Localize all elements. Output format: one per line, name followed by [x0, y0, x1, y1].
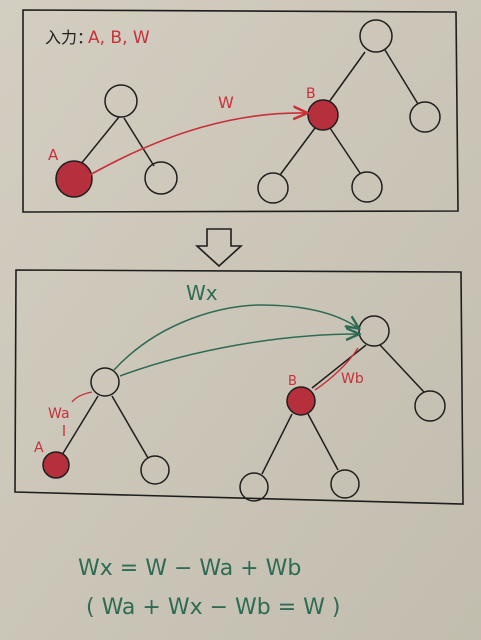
- right-tree-right-leaf: [351, 171, 383, 203]
- bottom-right-right-node: [414, 390, 446, 422]
- right-tree-right-node: [409, 101, 441, 133]
- bottom-panel: A Wa B Wb Wx: [14, 269, 464, 505]
- top-panel: 入力： A, B, W A B W: [22, 9, 459, 213]
- right-tree-edge-b-right: [329, 127, 361, 174]
- wa-pointer: [71, 391, 93, 403]
- left-tree-edge-root-right: [123, 117, 155, 167]
- label-b: B: [306, 86, 316, 102]
- input-values: A, B, W: [88, 28, 150, 48]
- bottom-label-a: A: [34, 440, 44, 456]
- bottom-right-edge-b-right: [307, 413, 339, 471]
- label-wb: Wb: [341, 371, 364, 387]
- bottom-right-edge-root-right: [379, 344, 425, 393]
- bottom-label-b: B: [288, 374, 297, 389]
- label-a: A: [48, 146, 59, 164]
- equation-line-2: ( Wa + Wx − Wb = W ): [86, 595, 340, 620]
- label-wa: Wa: [48, 406, 70, 422]
- node-b: [307, 99, 339, 131]
- equation-line-1: Wx = W − Wa + Wb: [78, 556, 301, 581]
- w-arrow: [87, 113, 306, 177]
- node-a: [55, 160, 93, 198]
- top-panel-frame: [22, 9, 459, 213]
- down-arrow-icon: [194, 228, 244, 268]
- bottom-node-b: [286, 386, 316, 416]
- bottom-right-edge-b-left: [261, 413, 293, 475]
- wx-arrow-upper: [113, 304, 358, 371]
- input-label: 入力：: [45, 28, 93, 47]
- right-tree-edge-b-left: [279, 127, 316, 176]
- bottom-left-right-leaf: [140, 455, 170, 485]
- label-w: W: [218, 93, 234, 112]
- wx-arrow-lower: [119, 334, 358, 377]
- wb-pointer: [314, 347, 359, 391]
- label-wx: Wx: [186, 281, 218, 305]
- right-tree-edge-root-b: [328, 51, 366, 103]
- left-tree-right-leaf: [144, 161, 178, 195]
- right-tree-root-node: [359, 19, 393, 53]
- bottom-right-right-leaf: [330, 469, 360, 499]
- bottom-right-left-leaf: [239, 472, 269, 502]
- bottom-node-a: [42, 451, 70, 479]
- bottom-left-edge-root-right: [111, 395, 149, 459]
- left-tree-root-node: [104, 84, 138, 118]
- right-tree-left-leaf: [257, 172, 289, 204]
- bottom-left-root-node: [90, 367, 120, 397]
- equations: Wx = W − Wa + Wb ( Wa + Wx − Wb = W ): [78, 556, 340, 620]
- bottom-panel-frame: [14, 269, 464, 505]
- bottom-right-edge-root-b: [311, 344, 367, 389]
- left-tree-edge-root-a: [75, 116, 120, 171]
- right-tree-edge-root-right: [384, 49, 419, 105]
- bottom-left-edge-root-a: [61, 395, 99, 456]
